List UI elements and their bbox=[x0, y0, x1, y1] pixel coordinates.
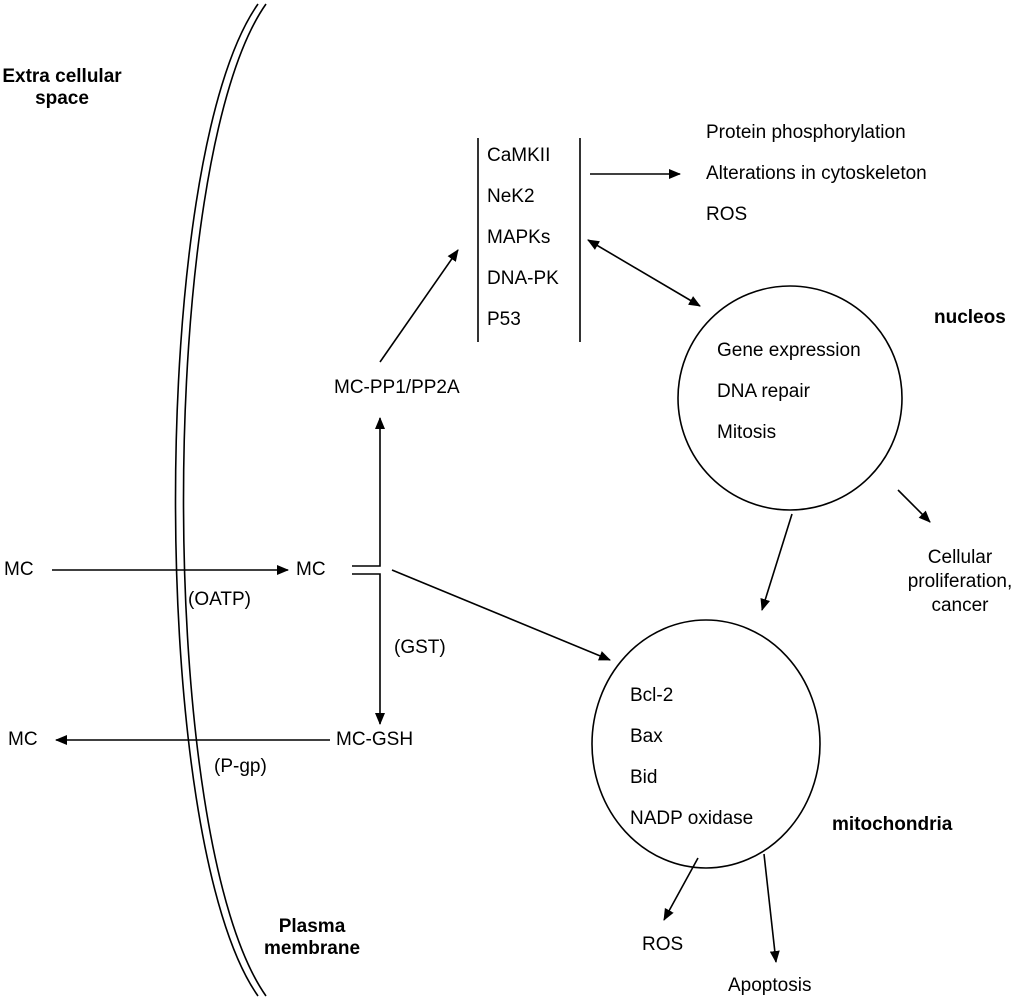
mc-outside-in-label: MC bbox=[4, 559, 34, 580]
mitochondria-item: NADP oxidase bbox=[630, 808, 754, 829]
arrow-pp-to-kinases bbox=[379, 249, 459, 363]
arrow-mc-to-mitochondria bbox=[391, 569, 611, 661]
ros-output-label: ROS bbox=[642, 934, 684, 955]
nucleus-item: Mitosis bbox=[717, 422, 777, 443]
apoptosis-label: Apoptosis bbox=[728, 975, 812, 996]
extracellular-label: Extra cellular space bbox=[2, 66, 122, 109]
nucleus-shape bbox=[677, 285, 903, 511]
mitochondria-item: Bax bbox=[630, 726, 663, 747]
mitochondria-title: mitochondria bbox=[832, 814, 953, 835]
effect-item: Alterations in cytoskeleton bbox=[706, 163, 927, 184]
pgp-label: (P-gp) bbox=[214, 756, 267, 777]
mc-pp-label: MC-PP1/PP2A bbox=[334, 377, 460, 398]
plasma-membrane-shape bbox=[174, 3, 267, 997]
arrow-mc-to-pp bbox=[352, 417, 385, 567]
mitochondria-shape bbox=[591, 619, 821, 869]
mc-inside-label: MC bbox=[296, 559, 326, 580]
gst-label: (GST) bbox=[394, 637, 446, 658]
nucleus-title: nucleos bbox=[934, 307, 1006, 328]
mitochondria-item: Bid bbox=[630, 767, 658, 788]
arrow-mitochondria-to-ros bbox=[663, 857, 699, 921]
arrow-kinases-nucleus bbox=[587, 239, 701, 307]
kinase-item: CaMKII bbox=[487, 145, 551, 166]
nucleus-item: DNA repair bbox=[717, 381, 810, 402]
kinase-item: NeK2 bbox=[487, 186, 535, 207]
mc-outside-out-label: MC bbox=[8, 729, 38, 750]
mc-gsh-label: MC-GSH bbox=[336, 729, 414, 750]
nucleus-item: Gene expression bbox=[717, 340, 861, 361]
kinase-item: MAPKs bbox=[487, 227, 551, 248]
kinase-item: P53 bbox=[487, 309, 521, 330]
arrow-mc-to-gsh bbox=[352, 573, 385, 725]
membrane-label: Plasma membrane bbox=[263, 916, 361, 959]
arrow-mitochondria-to-apoptosis bbox=[763, 853, 780, 963]
kinase-item: DNA-PK bbox=[487, 268, 559, 289]
oatp-label: (OATP) bbox=[188, 589, 251, 610]
effect-item: ROS bbox=[706, 204, 748, 225]
mitochondria-item: Bcl-2 bbox=[630, 685, 674, 706]
effect-item: Protein phosphorylation bbox=[706, 122, 906, 143]
proliferation-label: Cellular proliferation, cancer bbox=[907, 547, 1013, 616]
arrow-nucleus-to-proliferation bbox=[897, 489, 931, 523]
arrow-nucleus-to-mitochondria bbox=[760, 513, 793, 611]
